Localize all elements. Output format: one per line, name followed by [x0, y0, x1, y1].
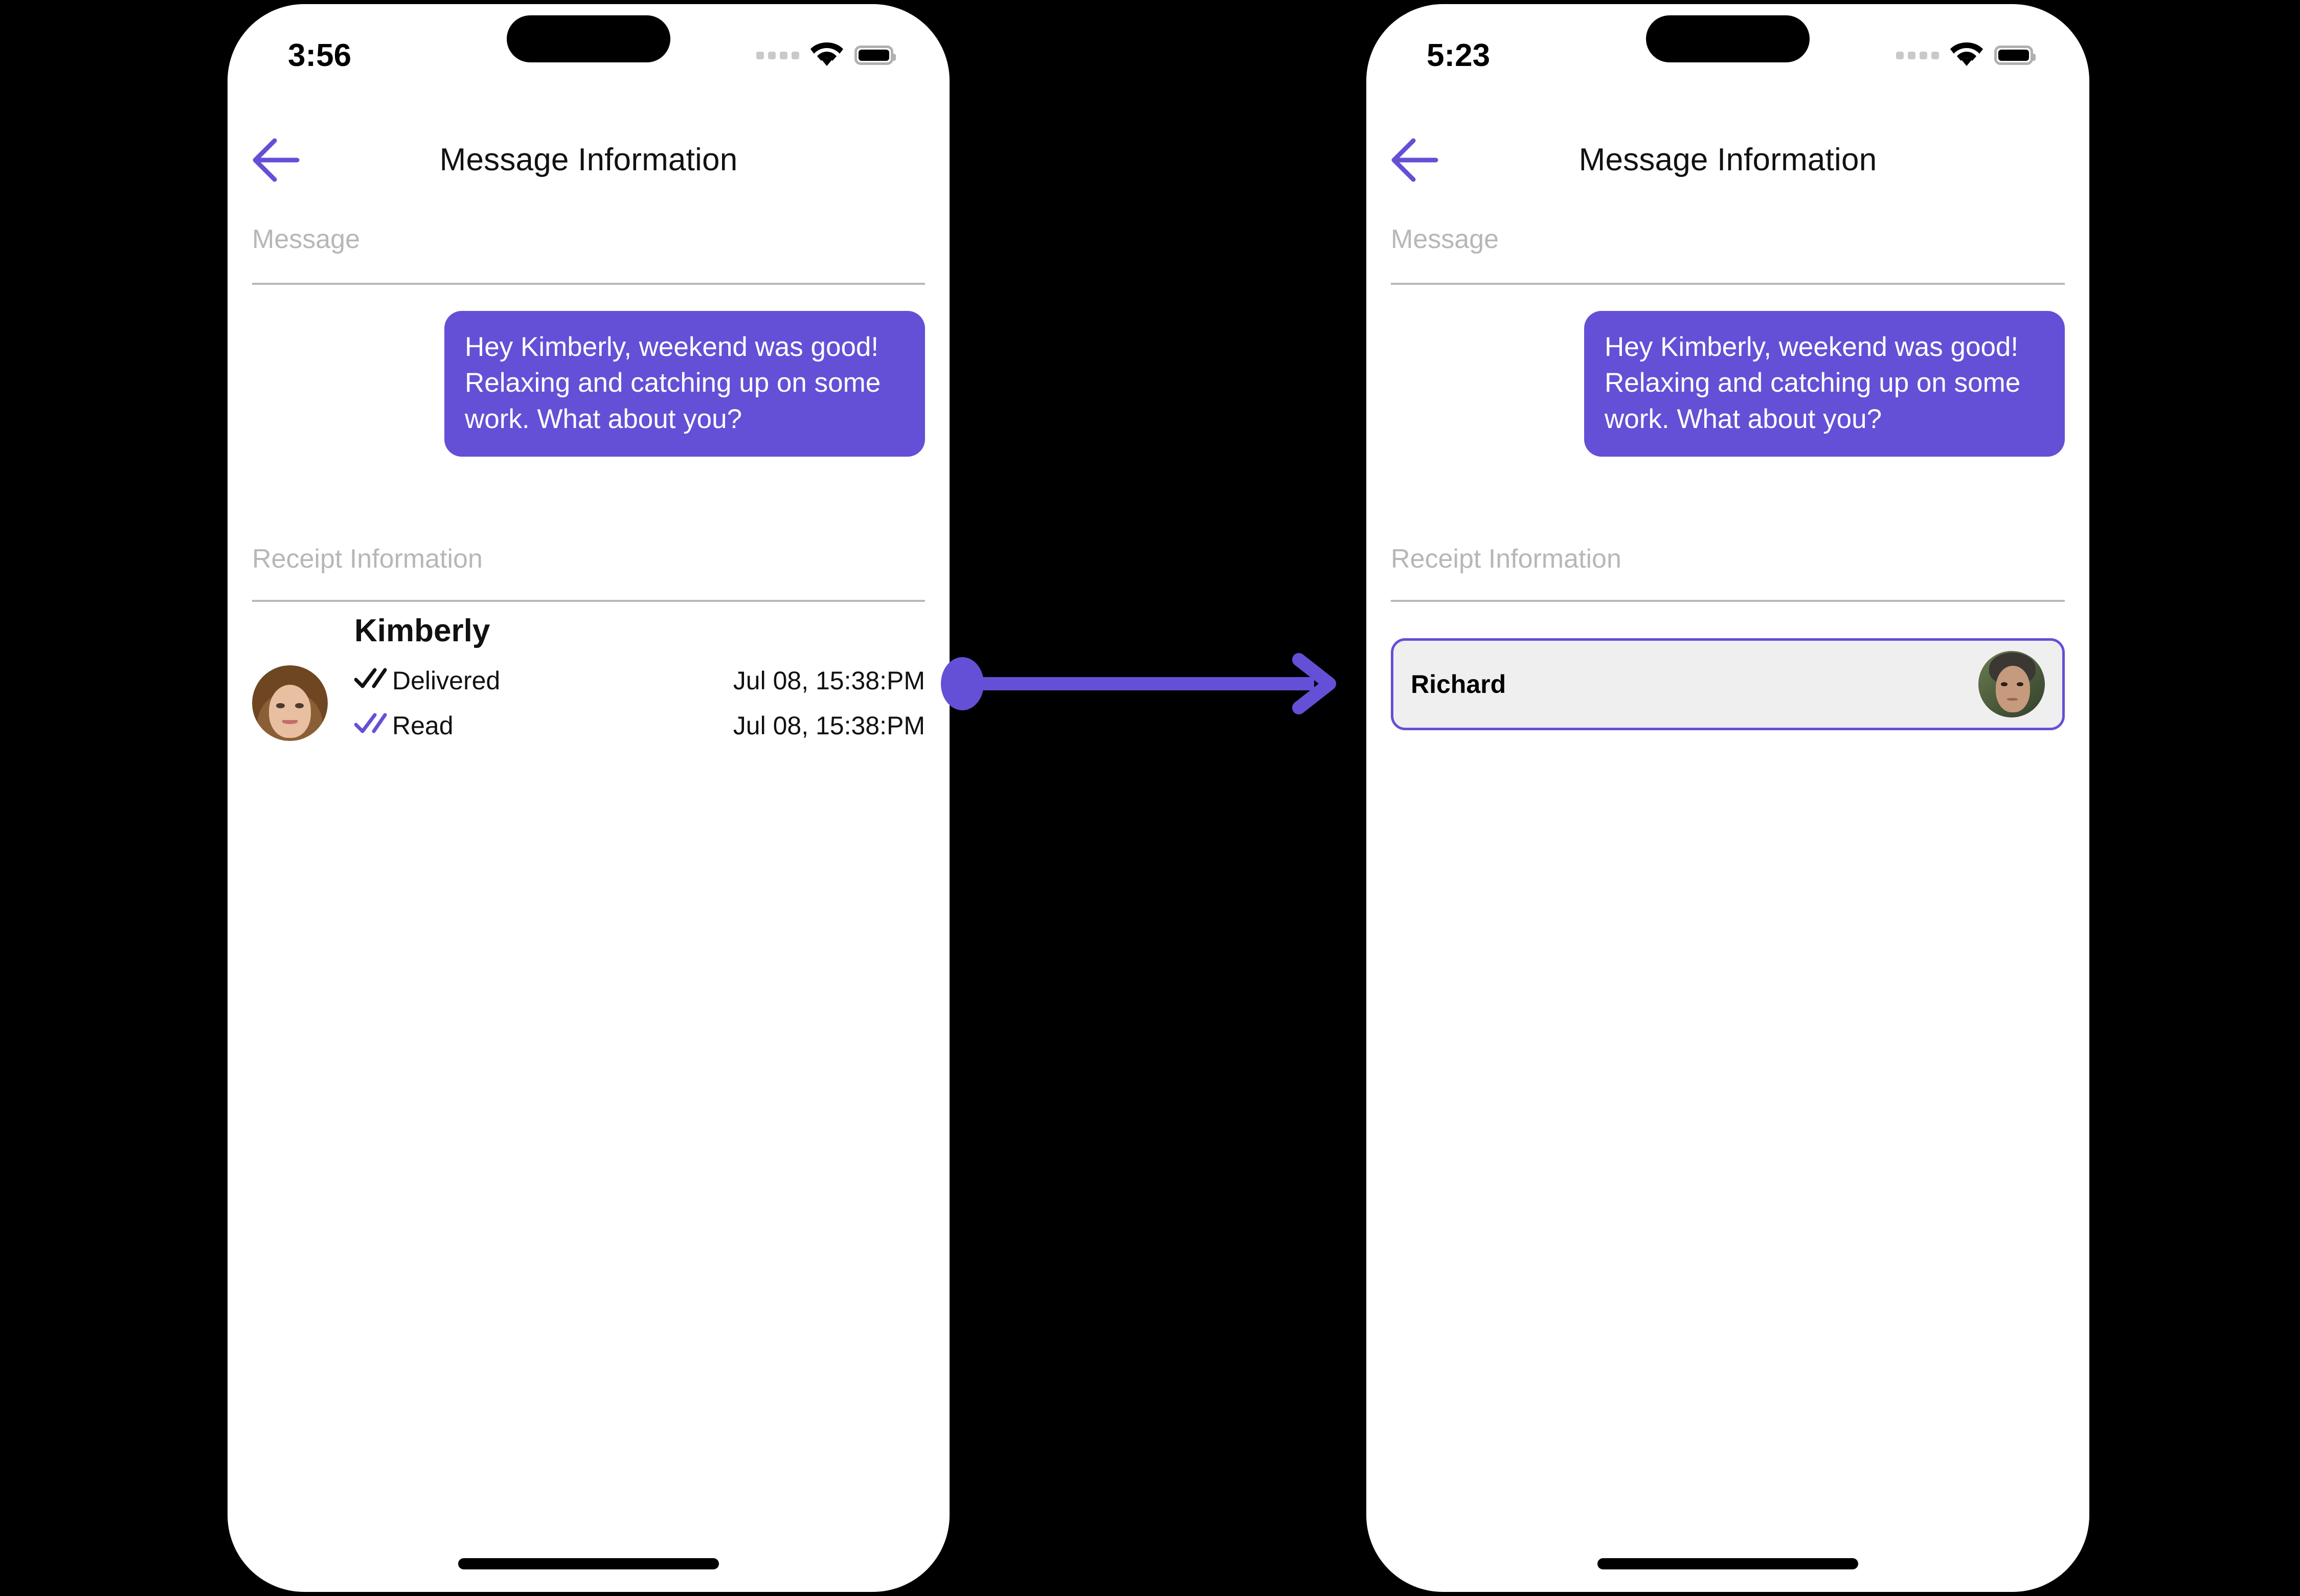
status-bar-left: 3:56	[228, 4, 950, 106]
status-bar-right: 5:23	[1366, 4, 2089, 106]
message-bubble-area: Hey Kimberly, weekend was good! Relaxing…	[252, 311, 925, 457]
receipt-information: Kimberly Delivered Jul 08,	[252, 615, 925, 748]
message-bubble-area: Hey Kimberly, weekend was good! Relaxing…	[1391, 311, 2065, 457]
page-title: Message Information	[1579, 142, 1877, 177]
wifi-icon	[1950, 42, 1983, 68]
message-bubble[interactable]: Hey Kimberly, weekend was good! Relaxing…	[1584, 311, 2065, 457]
richard-avatar	[1978, 651, 2045, 717]
dynamic-island	[507, 15, 670, 62]
phone-left: 3:56 Message Information Message Hey Kim…	[228, 4, 950, 1592]
divider-message	[1391, 283, 2065, 285]
section-label-message: Message	[1391, 224, 1499, 254]
double-check-icon	[354, 666, 392, 695]
section-label-receipt: Receipt Information	[1391, 544, 1621, 574]
double-check-icon	[354, 711, 392, 740]
divider-message	[252, 283, 925, 285]
receipt-contact-name: Kimberly	[354, 613, 490, 648]
battery-full-icon	[1994, 46, 2036, 65]
dynamic-island	[1646, 15, 1810, 62]
home-indicator[interactable]	[458, 1558, 719, 1569]
home-indicator[interactable]	[1597, 1558, 1858, 1569]
section-label-message: Message	[252, 224, 360, 254]
receipt-timestamp: Jul 08, 15:38:PM	[733, 711, 925, 740]
receipt-row: Read Jul 08, 15:38:PM	[354, 703, 925, 748]
receipt-row: Delivered Jul 08, 15:38:PM	[354, 658, 925, 703]
back-arrow-icon[interactable]	[1389, 134, 1445, 186]
arrow-right-icon	[941, 650, 1345, 717]
kimberly-avatar	[252, 665, 328, 741]
section-label-receipt: Receipt Information	[252, 544, 483, 574]
divider-receipt	[1391, 600, 2065, 602]
contact-name: Richard	[1411, 670, 1506, 699]
page-title: Message Information	[439, 142, 738, 177]
back-arrow-icon[interactable]	[250, 134, 306, 186]
status-time: 3:56	[288, 37, 352, 73]
message-bubble[interactable]: Hey Kimberly, weekend was good! Relaxing…	[444, 311, 925, 457]
wifi-icon	[810, 42, 843, 68]
divider-receipt	[252, 600, 925, 602]
selected-contact-card[interactable]: Richard	[1391, 638, 2065, 730]
receipt-status-label: Delivered	[392, 666, 501, 695]
cellular-dots-icon	[1896, 51, 1939, 59]
receipt-rows: Delivered Jul 08, 15:38:PM Read Jul 08, …	[354, 658, 925, 748]
status-time: 5:23	[1427, 37, 1491, 73]
cellular-dots-icon	[756, 51, 799, 59]
status-indicators	[1896, 42, 2036, 68]
receipt-timestamp: Jul 08, 15:38:PM	[733, 666, 925, 695]
status-indicators	[756, 42, 896, 68]
phone-right: 5:23 Message Information Message Hey Kim…	[1366, 4, 2089, 1592]
nav-bar-left: Message Information	[228, 129, 950, 191]
receipt-status-label: Read	[392, 711, 454, 740]
nav-bar-right: Message Information	[1366, 129, 2089, 191]
battery-full-icon	[854, 46, 896, 65]
